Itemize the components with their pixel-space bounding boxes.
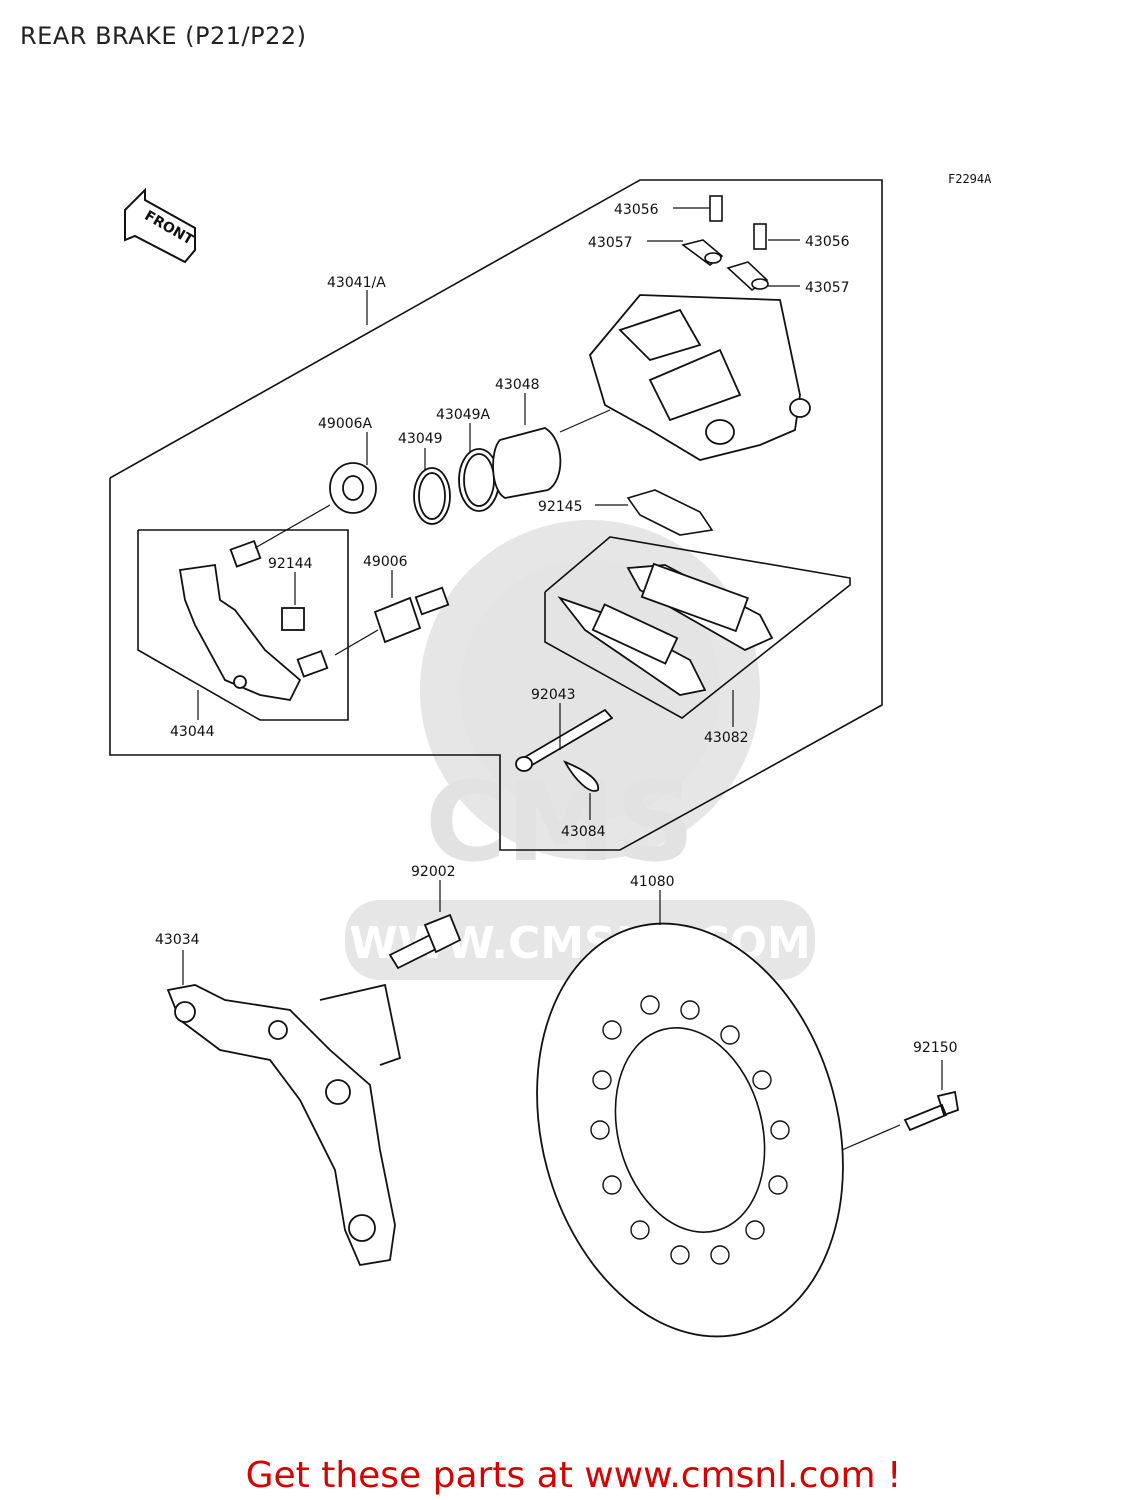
part-label: 43056 [805,234,850,250]
brake-disc [536,922,844,1338]
front-arrow-icon: FRONT [124,187,196,264]
caliper-assembly-frame [109,179,883,851]
mounting-bolt [388,913,462,970]
pistons-and-seals [329,427,562,525]
part-label: 49006A [318,416,373,432]
caliper-bracket [178,539,450,701]
part-label: 43084 [561,824,606,840]
pad-pin [515,708,614,792]
part-label: 43057 [588,235,633,251]
anti-rattle-spring [626,489,714,536]
part-label: 43049 [398,431,443,447]
leader-lines [182,207,943,1151]
diagram-reference-code: F2294A [948,172,992,186]
brake-pads [557,562,774,696]
part-label: 92145 [538,499,583,515]
bleeder-valves [681,195,769,292]
mounting-bracket [166,983,402,1267]
part-label: 43044 [170,724,215,740]
part-label: 92002 [411,864,456,880]
part-label: 43048 [495,377,540,393]
page-title: REAR BRAKE (P21/P22) [20,22,307,50]
watermark-brand: CMS [425,758,694,886]
part-label: 92043 [531,687,576,703]
part-label: 43049A [436,407,491,423]
part-label: 41080 [630,874,675,890]
part-label: 43056 [614,202,659,218]
part-label: 43082 [704,730,749,746]
footer-promo-link[interactable]: Get these parts at www.cmsnl.com ! [245,1455,902,1496]
part-label: 43034 [155,932,200,948]
caliper-body [588,294,811,461]
part-labels: 43056 43057 43056 43057 43041/A 43048 43… [155,202,958,1056]
disc-bolt [903,1090,960,1132]
part-label: 43057 [805,280,850,296]
part-label: 43041/A [327,275,386,291]
part-label: 92150 [913,1040,958,1056]
part-label: 92144 [268,556,313,572]
part-label: 49006 [363,554,408,570]
